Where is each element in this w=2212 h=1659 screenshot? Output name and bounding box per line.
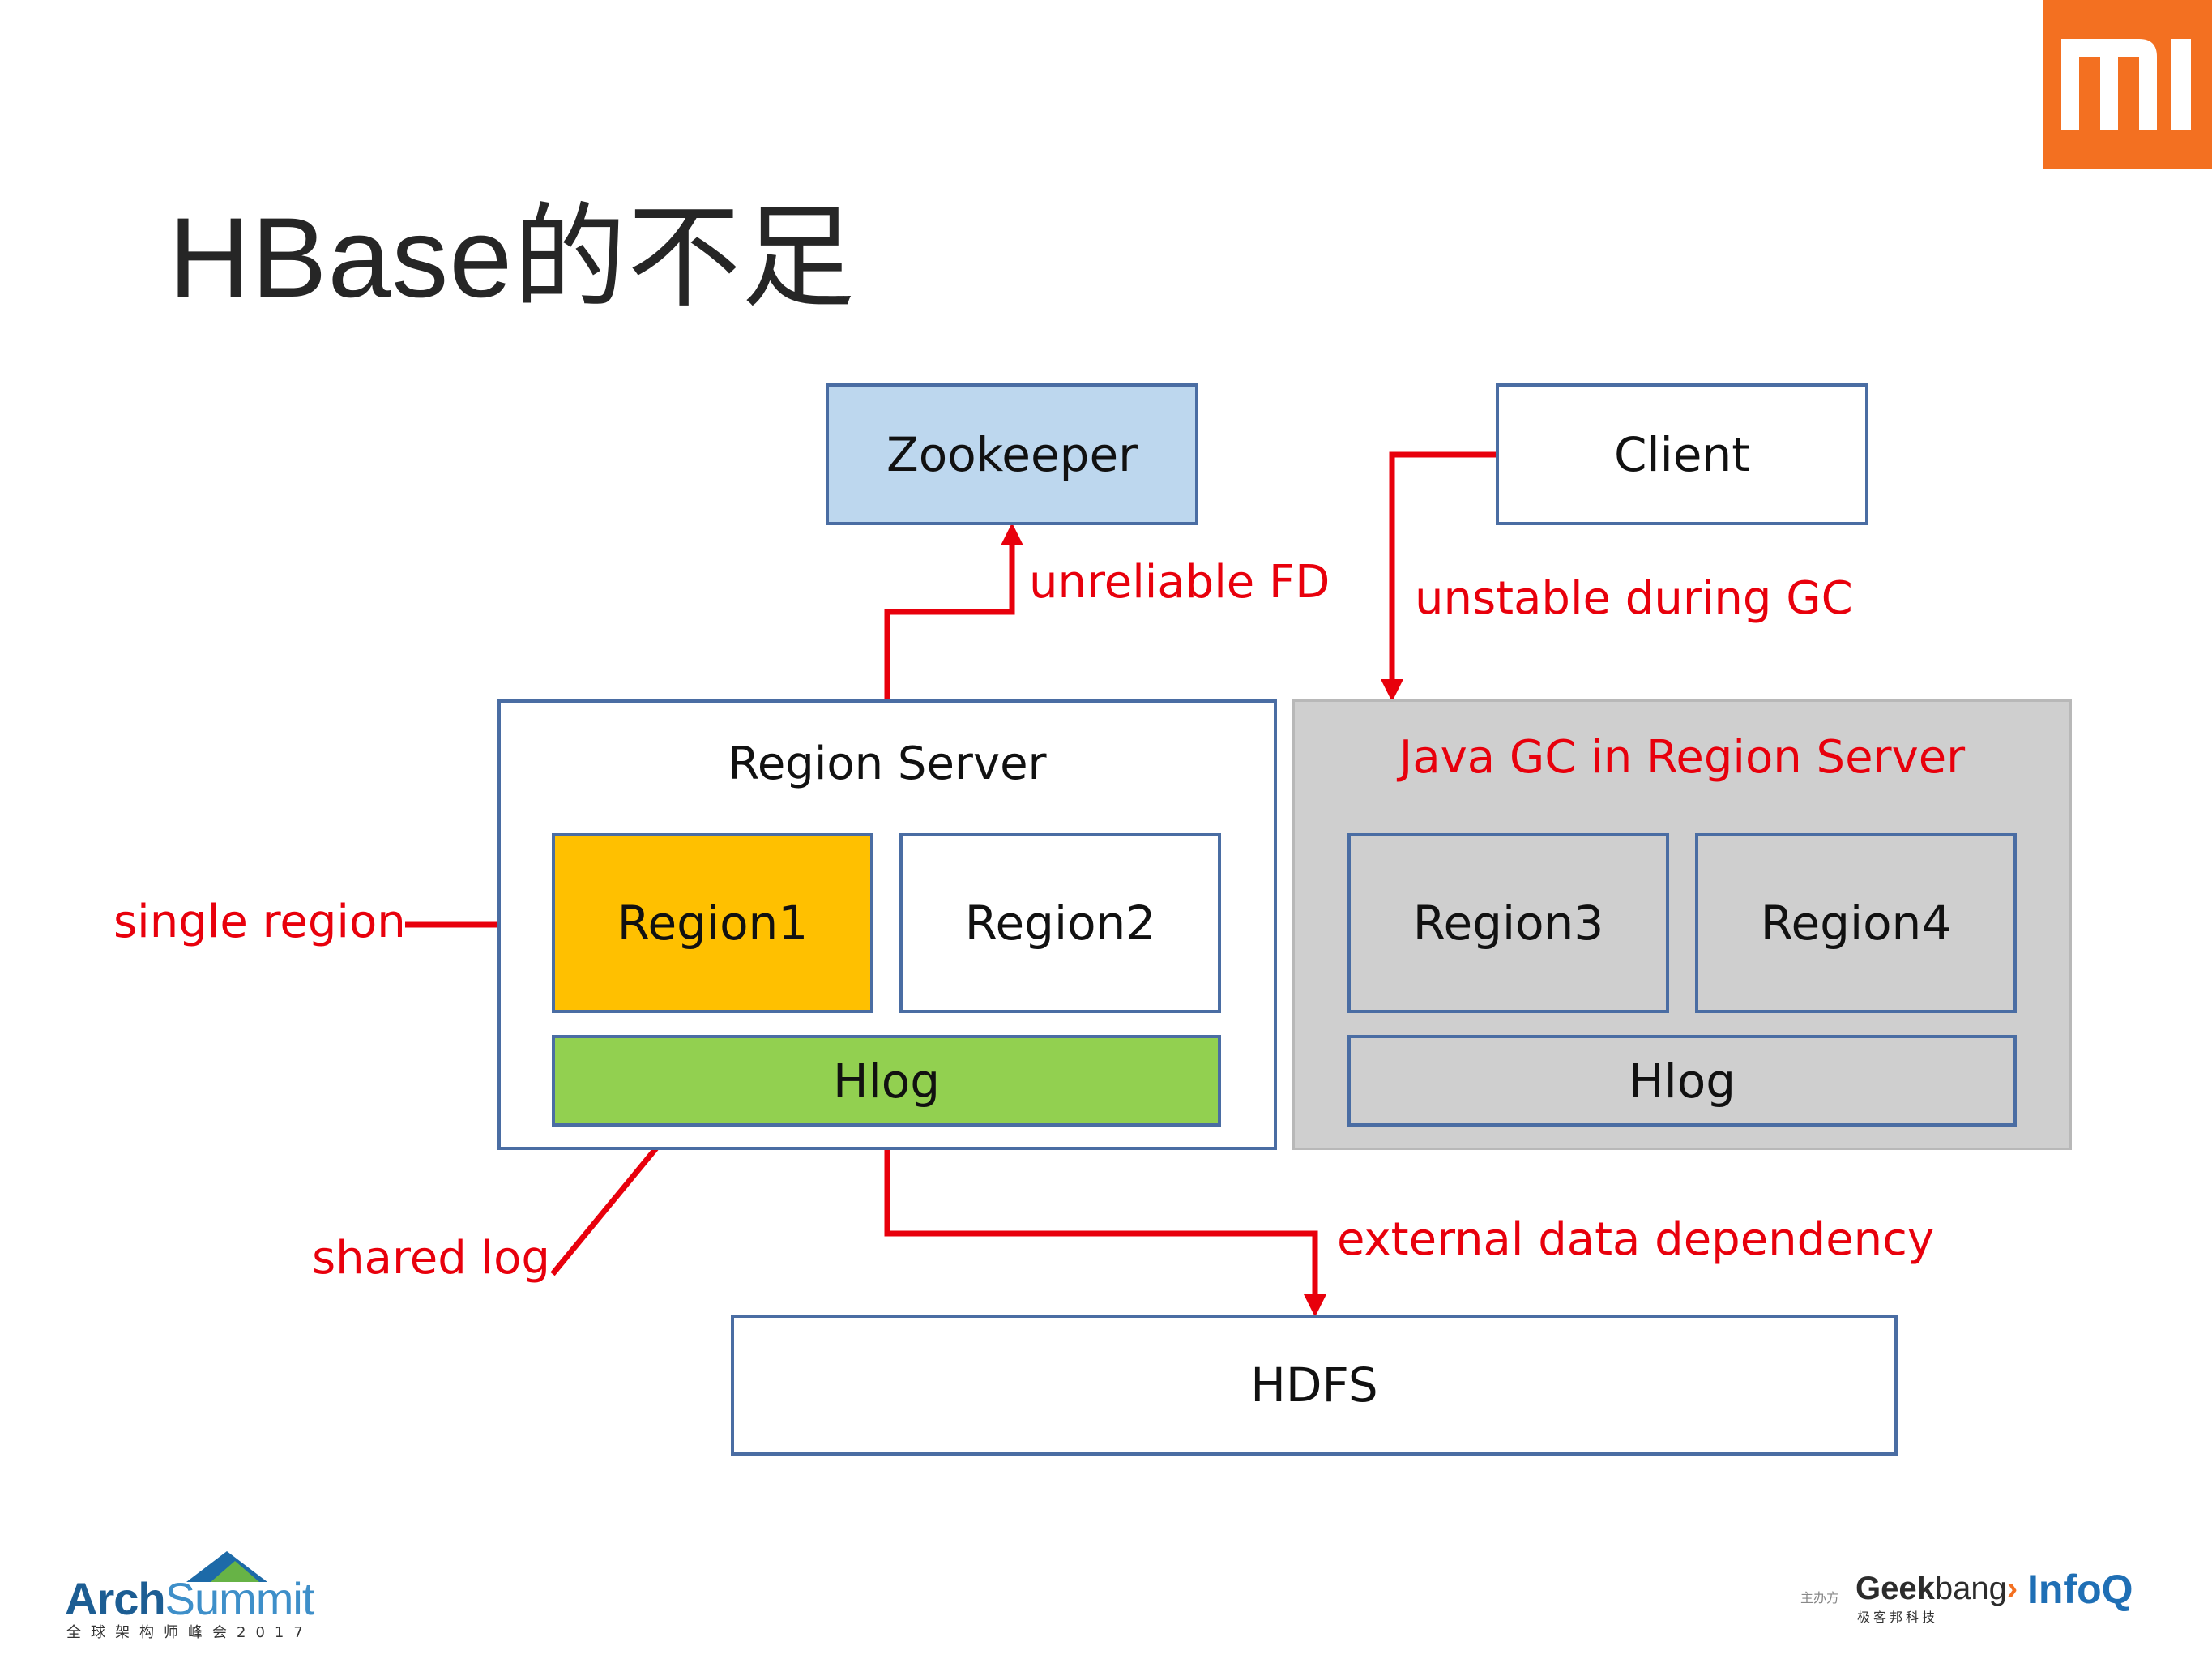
hlog-label: Hlog: [832, 1053, 941, 1109]
sponsor-label: 主办方: [1800, 1590, 1840, 1606]
hdfs-box: HDFS: [731, 1315, 1898, 1456]
region4-box: Region4: [1695, 833, 2017, 1013]
annotation-single-region: single region: [113, 896, 406, 948]
region3-box: Region3: [1347, 833, 1669, 1013]
geekbang-chevron-icon: ›: [2006, 1571, 2018, 1606]
region2-box: Region2: [899, 833, 1221, 1013]
region-server-title: Region Server: [728, 738, 1047, 790]
archsummit-wordmark: ArchSummit: [65, 1572, 314, 1625]
arrow-region-server-to-zookeeper: [884, 523, 1023, 699]
region3-label: Region3: [1412, 896, 1604, 951]
annotation-unstable-during-gc: unstable during GC: [1415, 572, 1853, 625]
page-title: HBase的不足: [169, 194, 856, 321]
geekbang-bang: bang: [1934, 1571, 2007, 1606]
client-box: Client: [1496, 383, 1868, 525]
archsummit-subtitle: 全球架构师峰会2017: [66, 1624, 313, 1641]
zookeeper-label: Zookeeper: [886, 426, 1138, 482]
archsummit-logo: ArchSummit 全球架构师峰会2017: [65, 1548, 324, 1641]
infoq-logo: InfoQ: [2027, 1567, 2133, 1612]
client-label: Client: [1614, 426, 1750, 482]
geekbang-logo: Geekbang›: [1855, 1571, 2018, 1607]
region4-label: Region4: [1760, 896, 1952, 951]
arrow-client-to-gc-region-server: [1381, 451, 1496, 702]
gc-region-server-title: Java GC in Region Server: [1399, 731, 1966, 784]
gc-hlog-label: Hlog: [1628, 1053, 1736, 1109]
archsummit-arch: Arch: [65, 1573, 166, 1624]
mi-logo: [2043, 0, 2212, 169]
region1-box: Region1: [552, 833, 873, 1013]
archsummit-summit: Summit: [164, 1573, 315, 1624]
zookeeper-box: Zookeeper: [826, 383, 1198, 525]
annotation-unreliable-fd: unreliable FD: [1029, 556, 1330, 609]
geekbang-subtitle: 极客邦科技: [1857, 1610, 1939, 1625]
geekbang-geek: Geek: [1855, 1571, 1935, 1606]
mountain-icon: [186, 1551, 267, 1582]
hlog-box: Hlog: [552, 1035, 1221, 1127]
mi-logo-icon: [2061, 39, 2191, 130]
arrow-region-server-to-hdfs: [884, 1150, 1326, 1317]
hdfs-label: HDFS: [1250, 1358, 1378, 1413]
region2-label: Region2: [964, 896, 1156, 951]
gc-hlog-box: Hlog: [1347, 1035, 2017, 1127]
annotation-shared-log: shared log: [312, 1232, 550, 1285]
region1-label: Region1: [617, 896, 809, 951]
annotation-external-data-dependency: external data dependency: [1337, 1213, 1935, 1266]
